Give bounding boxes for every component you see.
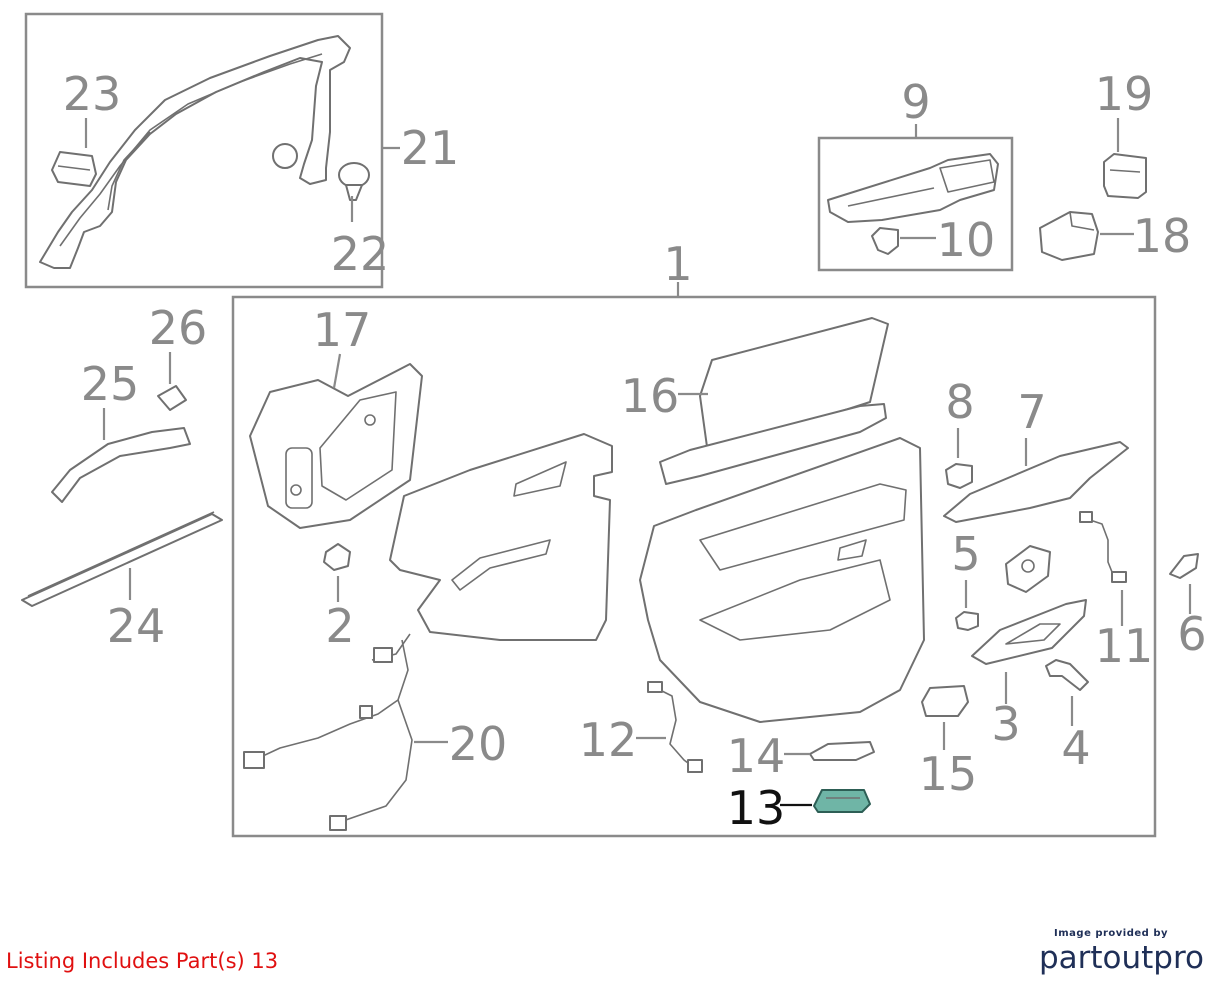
leader-17	[332, 353, 342, 389]
callout-7: 7	[1017, 385, 1046, 439]
callout-10: 10	[937, 213, 996, 267]
part-21-window-channel	[39, 35, 351, 269]
part-10-clip	[871, 227, 899, 255]
part-5-clip	[955, 611, 979, 631]
part-15-switch	[921, 685, 969, 717]
part-door-trim-panel	[639, 437, 925, 723]
part-2-nut	[323, 543, 351, 571]
callout-13: 13	[727, 781, 786, 835]
callout-8: 8	[945, 375, 974, 429]
group-box-21	[24, 12, 384, 289]
part-17-module-panel	[249, 363, 423, 529]
part-14-trim-strip	[809, 741, 875, 761]
part-26-clip	[157, 385, 187, 411]
callout-19: 19	[1095, 67, 1154, 121]
part-20-harness	[243, 633, 413, 831]
listing-note: Listing Includes Part(s) 13	[6, 949, 279, 973]
credit-caption: Image provided by	[1054, 928, 1168, 939]
part-bracket-3a	[1005, 545, 1051, 593]
image-credit: Image provided by partoutpro	[1039, 928, 1204, 977]
part-13-pad	[813, 789, 871, 813]
part-8-clip	[945, 463, 973, 489]
callout-24: 24	[107, 599, 166, 653]
callout-4: 4	[1061, 721, 1090, 775]
part-16-window-shade	[659, 317, 889, 485]
callout-16: 16	[621, 369, 680, 423]
callout-21: 21	[401, 121, 460, 175]
part-25-bracket	[51, 427, 191, 503]
callout-20: 20	[449, 717, 508, 771]
callout-23: 23	[63, 67, 122, 121]
part-9-switch-panel	[827, 153, 999, 223]
part-18-switch	[1039, 211, 1099, 261]
callout-3: 3	[991, 697, 1020, 751]
part-22-grommet	[272, 143, 370, 201]
callout-17: 17	[313, 303, 372, 357]
callout-12: 12	[579, 713, 638, 767]
part-6-clip	[1169, 553, 1199, 579]
callout-9: 9	[901, 75, 930, 129]
part-12-harness	[647, 681, 703, 773]
callout-6: 6	[1177, 607, 1206, 661]
part-19-switch	[1103, 153, 1147, 199]
callout-1: 1	[663, 237, 692, 291]
callout-11: 11	[1095, 619, 1154, 673]
group-box-1	[231, 295, 1157, 838]
part-11-harness	[1079, 511, 1127, 583]
callout-25: 25	[81, 357, 140, 411]
callout-22: 22	[331, 227, 390, 281]
part-24-weatherstrip	[21, 511, 223, 607]
callout-26: 26	[149, 301, 208, 355]
callout-2: 2	[325, 599, 354, 653]
callout-15: 15	[919, 747, 978, 801]
callout-18: 18	[1133, 209, 1192, 263]
part-7-armrest	[943, 441, 1129, 523]
part-23-clip	[51, 151, 97, 187]
part-4-screw	[1045, 659, 1089, 691]
partoutpro-logo: partoutpro	[1038, 940, 1204, 976]
part-3-handle	[971, 599, 1087, 665]
part-door-trim-backing	[389, 433, 613, 641]
callout-5: 5	[951, 527, 980, 581]
callout-14: 14	[727, 729, 786, 783]
